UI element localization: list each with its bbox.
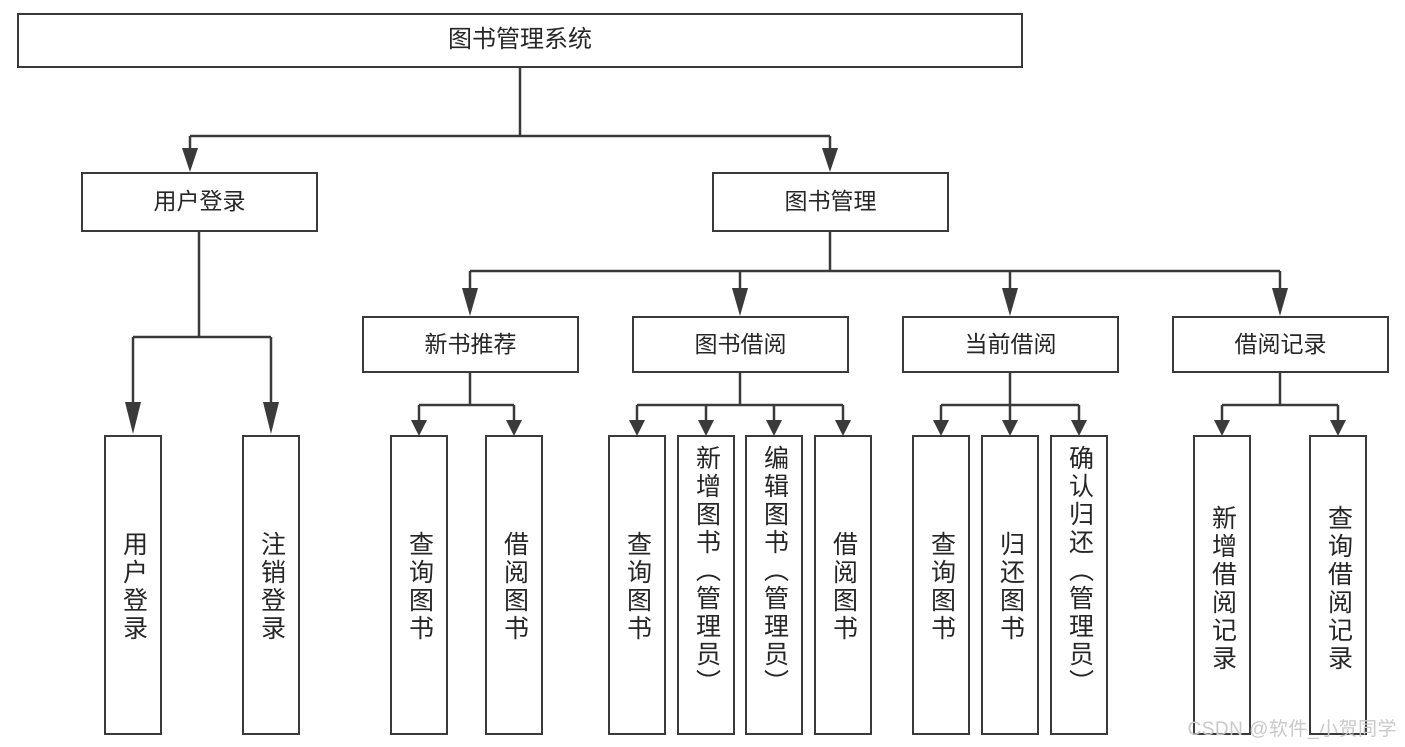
arrowhead-leaf-logout [263, 402, 279, 434]
node-label: 确认归还（管理员） [1065, 445, 1094, 697]
arrowhead-user-login [182, 148, 198, 172]
node-leaf-add-borrow-record[interactable]: 新增借阅记录 [1193, 435, 1251, 735]
arrowhead-borrow-book-2 [835, 420, 851, 436]
arrowhead-add-record [1214, 420, 1230, 436]
node-book-borrow[interactable]: 图书借阅 [632, 316, 849, 373]
node-leaf-borrow-book[interactable]: 借阅图书 [814, 435, 872, 735]
arrowhead-current-borrow [1002, 288, 1018, 316]
node-label: 借阅图书 [500, 531, 529, 643]
node-leaf-edit-book-admin[interactable]: 编辑图书（管理员） [745, 435, 803, 735]
node-borrow-record[interactable]: 借阅记录 [1172, 316, 1389, 373]
node-label: 注销登录 [257, 531, 286, 643]
node-label: 查询图书 [623, 531, 652, 643]
node-new-book-recommend[interactable]: 新书推荐 [362, 316, 579, 373]
arrowhead-leaf-user-login [125, 402, 141, 434]
node-label: 用户登录 [119, 531, 148, 643]
csdn-watermark: CSDN @软件_小贺同学 [1187, 719, 1397, 740]
node-label: 编辑图书（管理员） [760, 445, 789, 697]
node-label: 图书借阅 [694, 330, 787, 357]
node-label: 查询借阅记录 [1324, 505, 1353, 673]
arrowhead-borrow-record [1272, 288, 1288, 316]
node-label: 归还图书 [996, 531, 1025, 643]
node-label: 借阅图书 [829, 531, 858, 643]
arrowhead-return-book [1002, 420, 1018, 436]
node-leaf-return-book[interactable]: 归还图书 [981, 435, 1039, 735]
node-leaf-add-book-admin[interactable]: 新增图书（管理员） [677, 435, 735, 735]
node-label: 用户登录 [153, 188, 246, 215]
arrowhead-edit-book [766, 420, 782, 436]
node-user-login[interactable]: 用户登录 [81, 172, 318, 232]
node-label: 借阅记录 [1234, 330, 1327, 357]
node-book-manage[interactable]: 图书管理 [712, 172, 949, 232]
node-root-system[interactable]: 图书管理系统 [17, 13, 1023, 68]
arrowhead-query-book-2 [629, 420, 645, 436]
node-leaf-query-borrow-record[interactable]: 查询借阅记录 [1309, 435, 1367, 735]
node-leaf-query-book-borrow[interactable]: 查询图书 [608, 435, 666, 735]
node-label: 新增图书（管理员） [692, 445, 721, 697]
node-leaf-query-book-recommend[interactable]: 查询图书 [390, 435, 448, 735]
node-leaf-query-book-current[interactable]: 查询图书 [912, 435, 970, 735]
node-label: 新书推荐 [424, 330, 517, 357]
node-leaf-confirm-return-admin[interactable]: 确认归还（管理员） [1050, 435, 1108, 735]
node-label: 查询图书 [405, 531, 434, 643]
arrowhead-borrow-book-1 [506, 420, 522, 436]
arrowhead-query-book-1 [411, 420, 427, 436]
arrowhead-query-record [1330, 420, 1346, 436]
arrowhead-new-book-rec [462, 288, 478, 316]
node-label: 新增借阅记录 [1208, 505, 1237, 673]
node-label: 图书管理 [784, 188, 877, 215]
node-label: 当前借阅 [964, 330, 1057, 357]
node-label: 图书管理系统 [448, 26, 592, 54]
arrowhead-book-manage [822, 148, 838, 172]
node-leaf-borrow-book-recommend[interactable]: 借阅图书 [485, 435, 543, 735]
arrowhead-query-book-3 [933, 420, 949, 436]
node-leaf-user-login[interactable]: 用户登录 [104, 435, 162, 735]
node-label: 查询图书 [927, 531, 956, 643]
node-leaf-logout[interactable]: 注销登录 [242, 435, 300, 735]
arrowhead-confirm-return [1071, 420, 1087, 436]
arrowhead-add-book [698, 420, 714, 436]
arrowhead-book-borrow [732, 288, 748, 316]
node-current-borrow[interactable]: 当前借阅 [902, 316, 1119, 373]
